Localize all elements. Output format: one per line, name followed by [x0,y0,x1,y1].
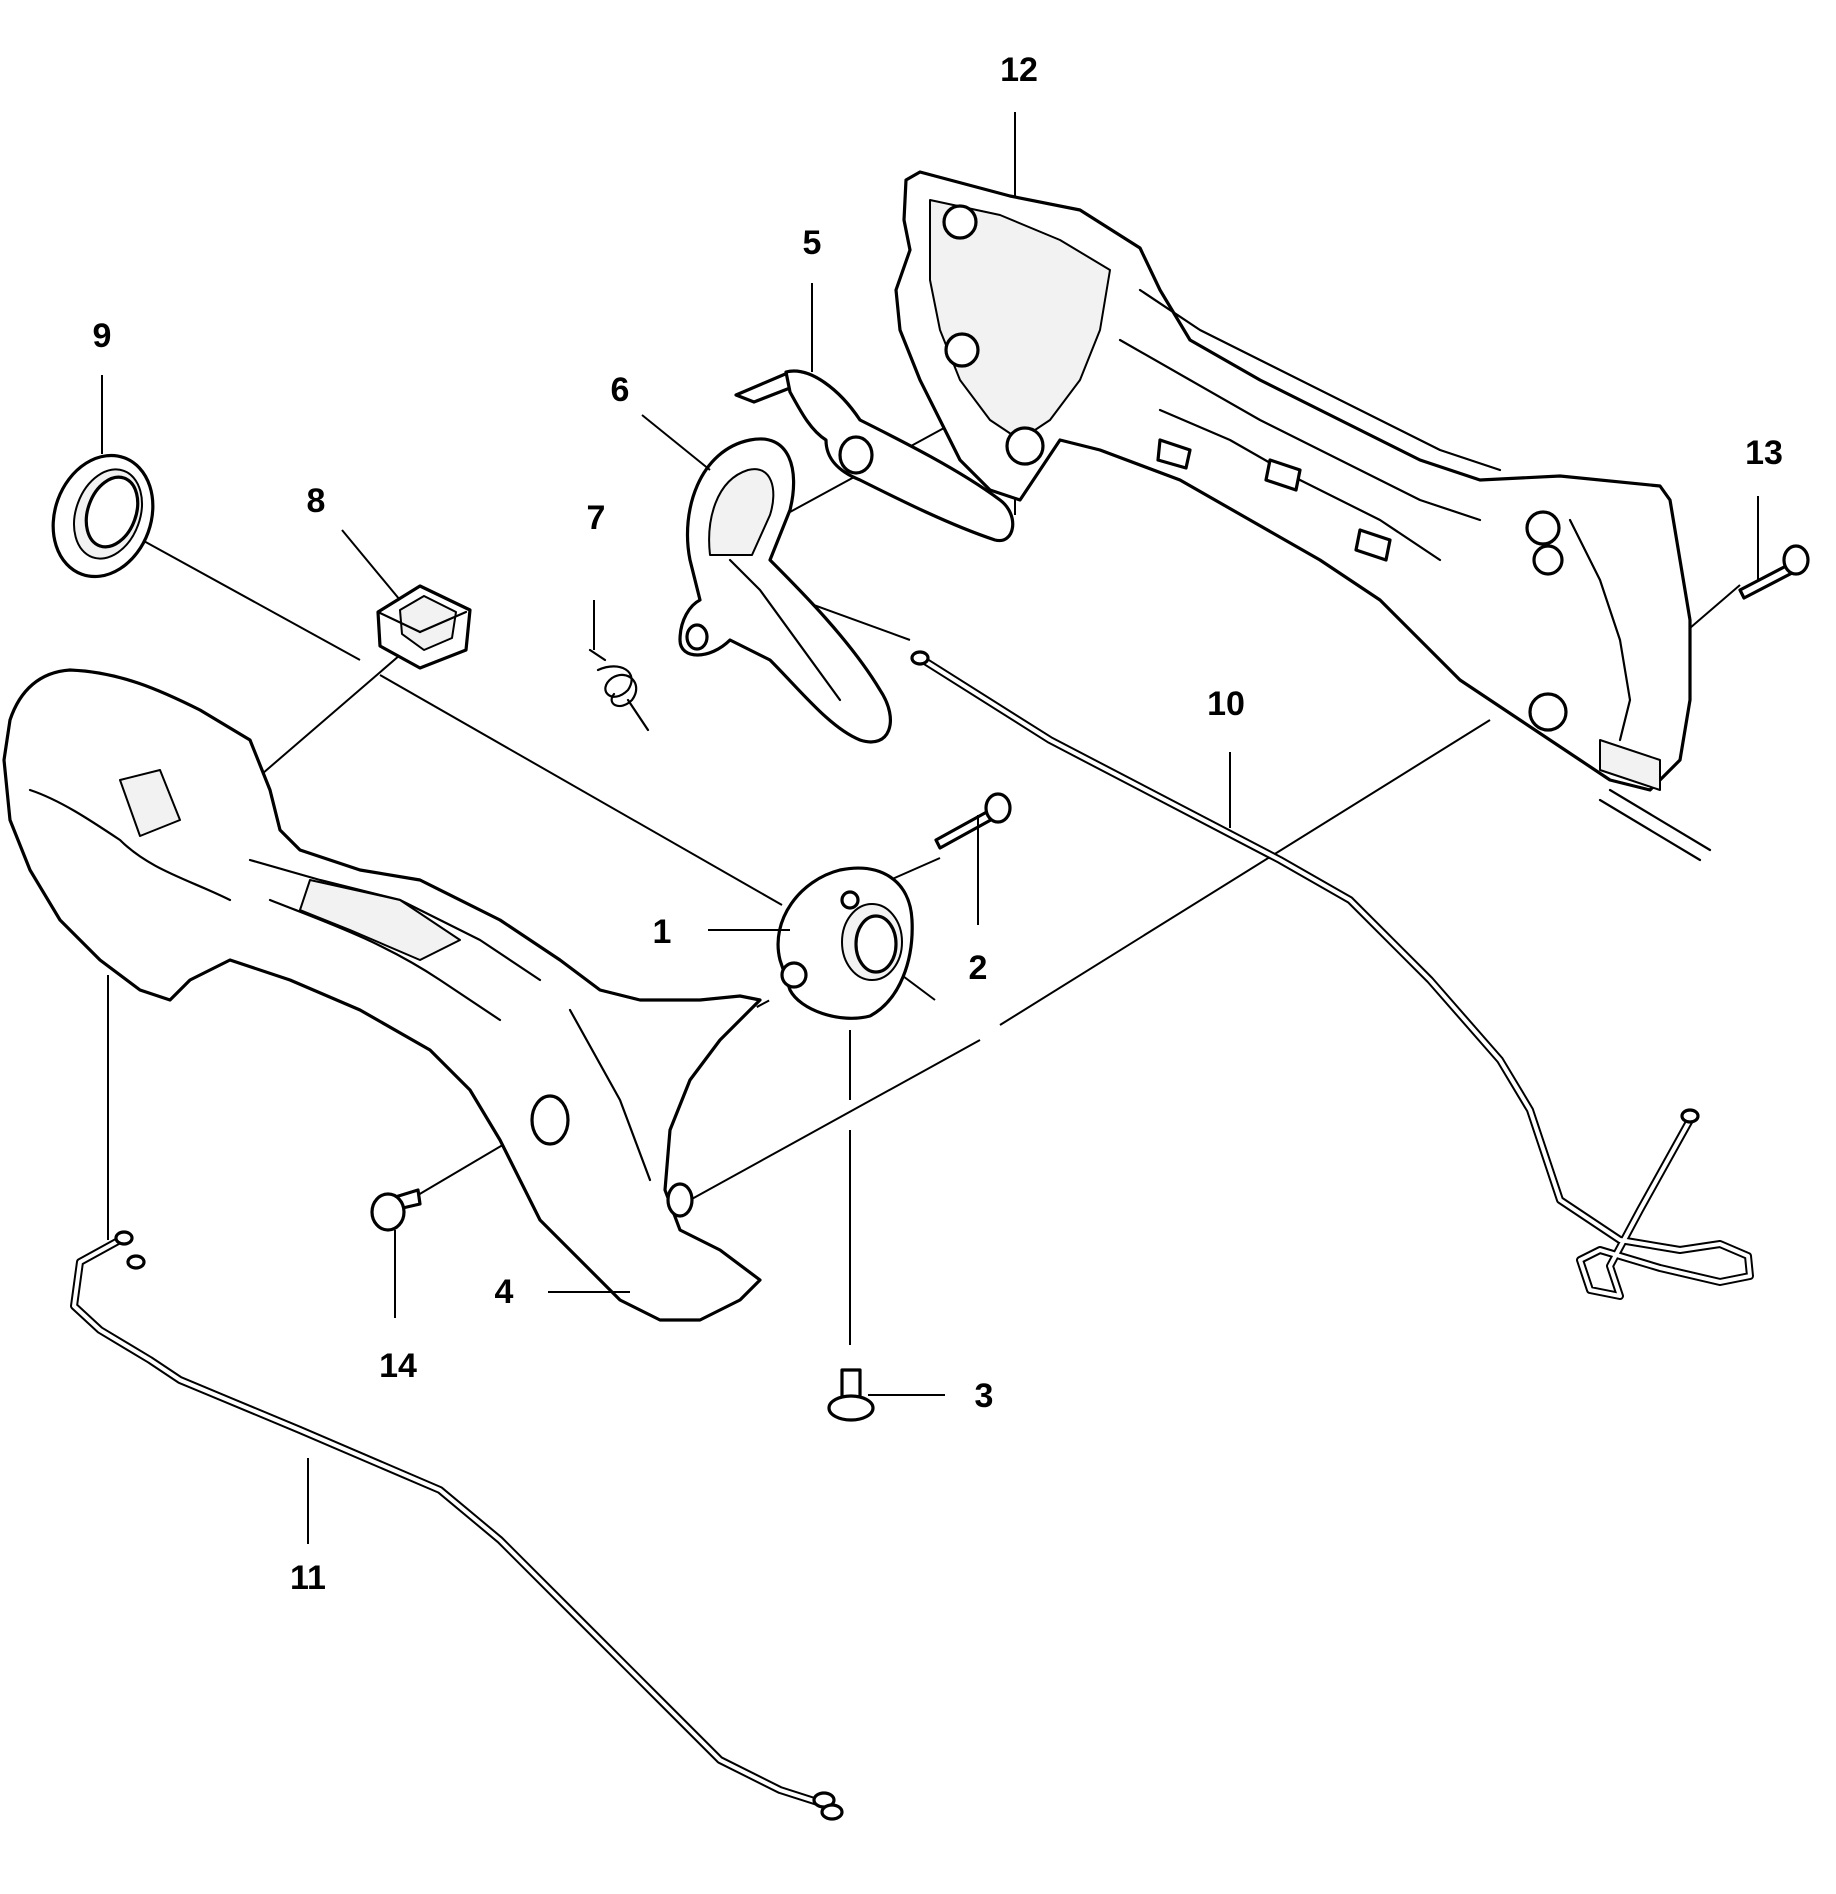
label-part-6: 6 [611,371,630,409]
label-part-4: 4 [495,1273,514,1311]
part-3-screw [827,1368,875,1422]
part-10-cable [910,650,1754,1300]
part-14-screw [370,1188,422,1232]
part-2-screw [934,792,1012,850]
part-1-clamp [776,866,914,1020]
label-part-2: 2 [969,949,988,987]
part-7-spring [588,600,650,732]
label-part-1: 1 [653,913,672,951]
part-8-switch [376,584,472,670]
label-part-14: 14 [379,1347,417,1385]
label-part-10: 10 [1207,685,1245,723]
label-part-5: 5 [803,224,822,262]
label-part-7: 7 [587,499,606,537]
label-part-13: 13 [1745,434,1783,472]
label-part-11: 11 [290,1559,326,1597]
part-5-lever [734,369,1015,543]
part-4-handle-half [2,668,762,1322]
label-part-12: 12 [1000,51,1038,89]
label-part-8: 8 [307,482,326,520]
part-12-handle-half [894,170,1712,862]
part-9-ring [51,453,155,579]
part-11-cable [70,1230,844,1821]
part-6-trigger [678,437,892,744]
callout-leaders [101,112,1759,1544]
part-13-screw [1738,544,1810,600]
label-part-3: 3 [975,1377,994,1415]
label-part-9: 9 [93,317,112,355]
part-labels: 1 2 3 4 5 6 7 8 9 10 11 12 13 14 [93,51,1783,1597]
